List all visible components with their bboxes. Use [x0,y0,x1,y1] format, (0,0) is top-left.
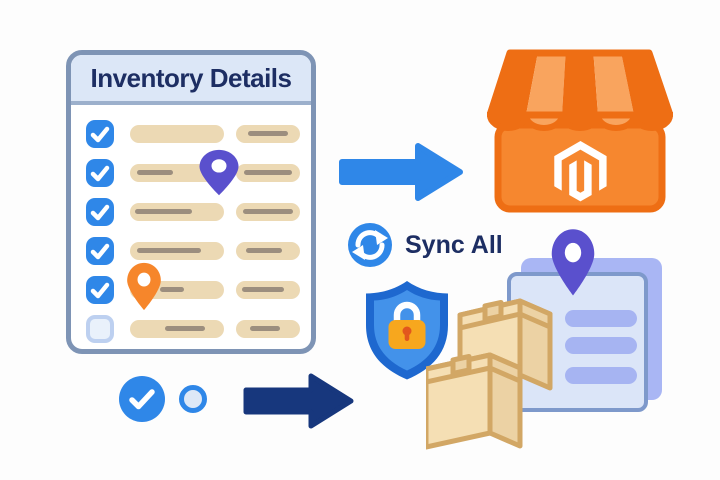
right-bar-line [248,131,288,136]
document-location-pin-icon [551,229,595,296]
left-bar-line [137,248,201,253]
row-field-right [236,125,300,143]
card-header: Inventory Details [71,55,311,105]
right-bar-line [242,287,284,292]
checkmark-icon [90,282,110,299]
purple-location-pin-icon [199,149,239,196]
inventory-row [86,198,311,226]
row-field-right [236,242,300,260]
row-field-left [130,242,224,260]
inventory-row [86,315,311,343]
right-bar-line [243,209,293,214]
magento-store-icon [487,49,673,213]
left-bar-line [135,209,192,214]
shipment-card-line [565,367,637,384]
row-checkbox[interactable] [86,237,114,265]
row-checkbox[interactable] [86,315,114,343]
padlock-shackle [393,301,421,326]
inventory-row [86,237,311,265]
orange-location-pin-icon [127,262,161,311]
row-checkbox[interactable] [86,120,114,148]
shipment-card-line [565,337,637,354]
flow-arrow-icon [339,143,463,201]
radio-circle-icon[interactable] [179,385,207,413]
checkmark-icon [90,126,110,143]
row-field-right [236,281,300,299]
packages-icon [426,298,553,450]
checkmark-icon [90,165,110,182]
right-bar-line [246,248,282,253]
magento-logo-icon [554,141,607,202]
row-checkbox[interactable] [86,276,114,304]
check-circle-icon[interactable] [118,375,166,423]
sync-all-label: Sync All [405,231,503,259]
row-field-right [236,164,300,182]
sync-all-control[interactable]: Sync All [347,222,503,268]
row-checkbox[interactable] [86,159,114,187]
row-field-left [130,125,224,143]
right-bar-line [244,170,292,175]
package-bottom [426,352,523,450]
checkmark-icon [90,243,110,260]
left-bar-line [137,170,173,175]
row-field-right [236,320,300,338]
sync-icon [348,223,392,267]
inventory-row [86,120,311,148]
row-field-left [130,203,224,221]
card-title: Inventory Details [90,62,292,93]
inventory-row [86,276,311,304]
dark-flow-arrow-icon [243,373,354,429]
store-awning [487,49,673,131]
row-field-left [130,320,224,338]
row-checkbox[interactable] [86,198,114,226]
inventory-details-card: Inventory Details [66,50,316,354]
inventory-rows [71,105,311,343]
row-field-right [236,203,300,221]
right-bar-line [250,326,280,331]
left-bar-line [160,287,184,292]
left-bar-line [165,326,205,331]
shipment-card-line [565,310,637,327]
checkmark-icon [90,204,110,221]
shield-lock-icon [366,281,448,380]
